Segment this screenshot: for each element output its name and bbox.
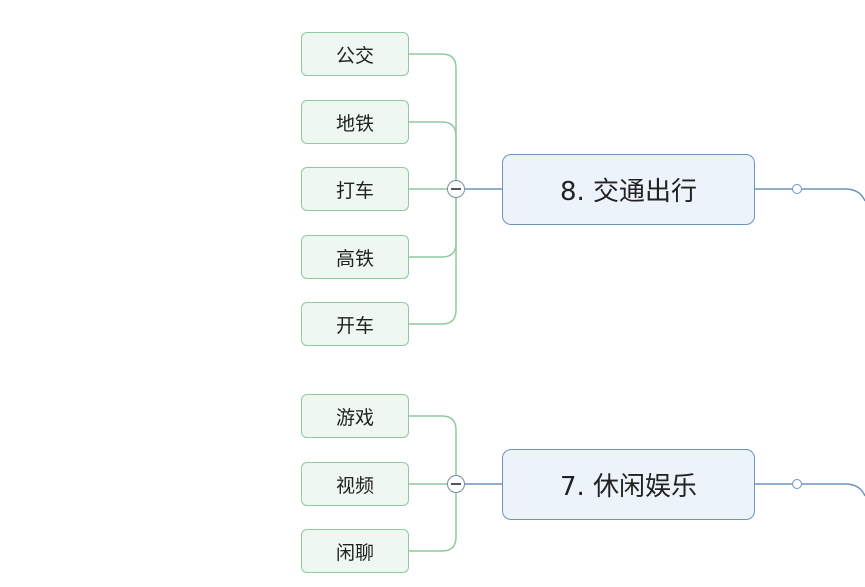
leaf-connector-line (409, 189, 457, 258)
subtopic-subway[interactable]: 地铁 (301, 100, 409, 144)
subtopic-chat[interactable]: 闲聊 (301, 529, 409, 573)
leaf-connector-line (409, 189, 457, 325)
collapse-minus-icon[interactable] (447, 180, 465, 198)
leaf-connector-line (409, 53, 457, 189)
parent-connector-line (802, 188, 865, 202)
connector-lines (409, 53, 865, 552)
subtopic-videos[interactable]: 视频 (301, 462, 409, 506)
topic-leisure[interactable]: 7. 休闲娱乐 (502, 449, 755, 520)
subtopic-taxi[interactable]: 打车 (301, 167, 409, 211)
subtopic-high-speed-rail[interactable]: 高铁 (301, 235, 409, 279)
subtopic-driving[interactable]: 开车 (301, 302, 409, 346)
topic-transportation[interactable]: 8. 交通出行 (502, 154, 755, 225)
leaf-connector-line (409, 415, 457, 484)
leaf-connector-line (409, 121, 457, 189)
collapse-minus-icon[interactable] (447, 475, 465, 493)
connector-dot-icon (792, 184, 802, 194)
leaf-connector-line (409, 484, 457, 552)
subtopic-bus[interactable]: 公交 (301, 32, 409, 76)
subtopic-games[interactable]: 游戏 (301, 394, 409, 438)
connector-dot-icon (792, 479, 802, 489)
parent-connector-line (802, 483, 865, 497)
